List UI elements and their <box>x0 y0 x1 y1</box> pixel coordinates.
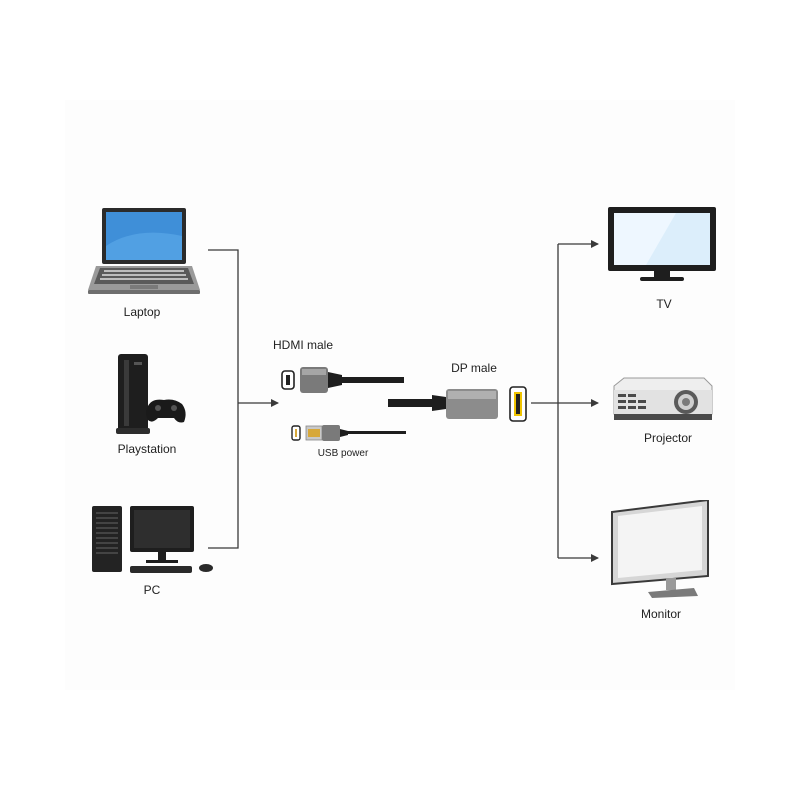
playstation-label: Playstation <box>117 442 177 456</box>
tv-icon <box>608 207 716 281</box>
dp-male-label: DP male <box>451 361 497 375</box>
dp-adapter-icon <box>388 386 527 422</box>
pc-label: PC <box>143 583 161 597</box>
usb-connector-icon <box>291 425 406 441</box>
laptop-label: Laptop <box>123 305 161 319</box>
monitor-icon <box>611 500 709 598</box>
hdmi-connector-icon <box>281 367 404 393</box>
game-console-icon <box>116 354 186 434</box>
monitor-label: Monitor <box>640 607 682 621</box>
tv-label: TV <box>656 297 672 311</box>
laptop-line <box>208 249 239 549</box>
usb-power-label: USB power <box>317 448 369 459</box>
projector-icon <box>613 377 713 420</box>
projector-label: Projector <box>643 431 693 445</box>
desktop-pc-icon <box>92 506 213 573</box>
hdmi-male-label: HDMI male <box>272 338 334 352</box>
laptop-icon <box>88 208 200 294</box>
